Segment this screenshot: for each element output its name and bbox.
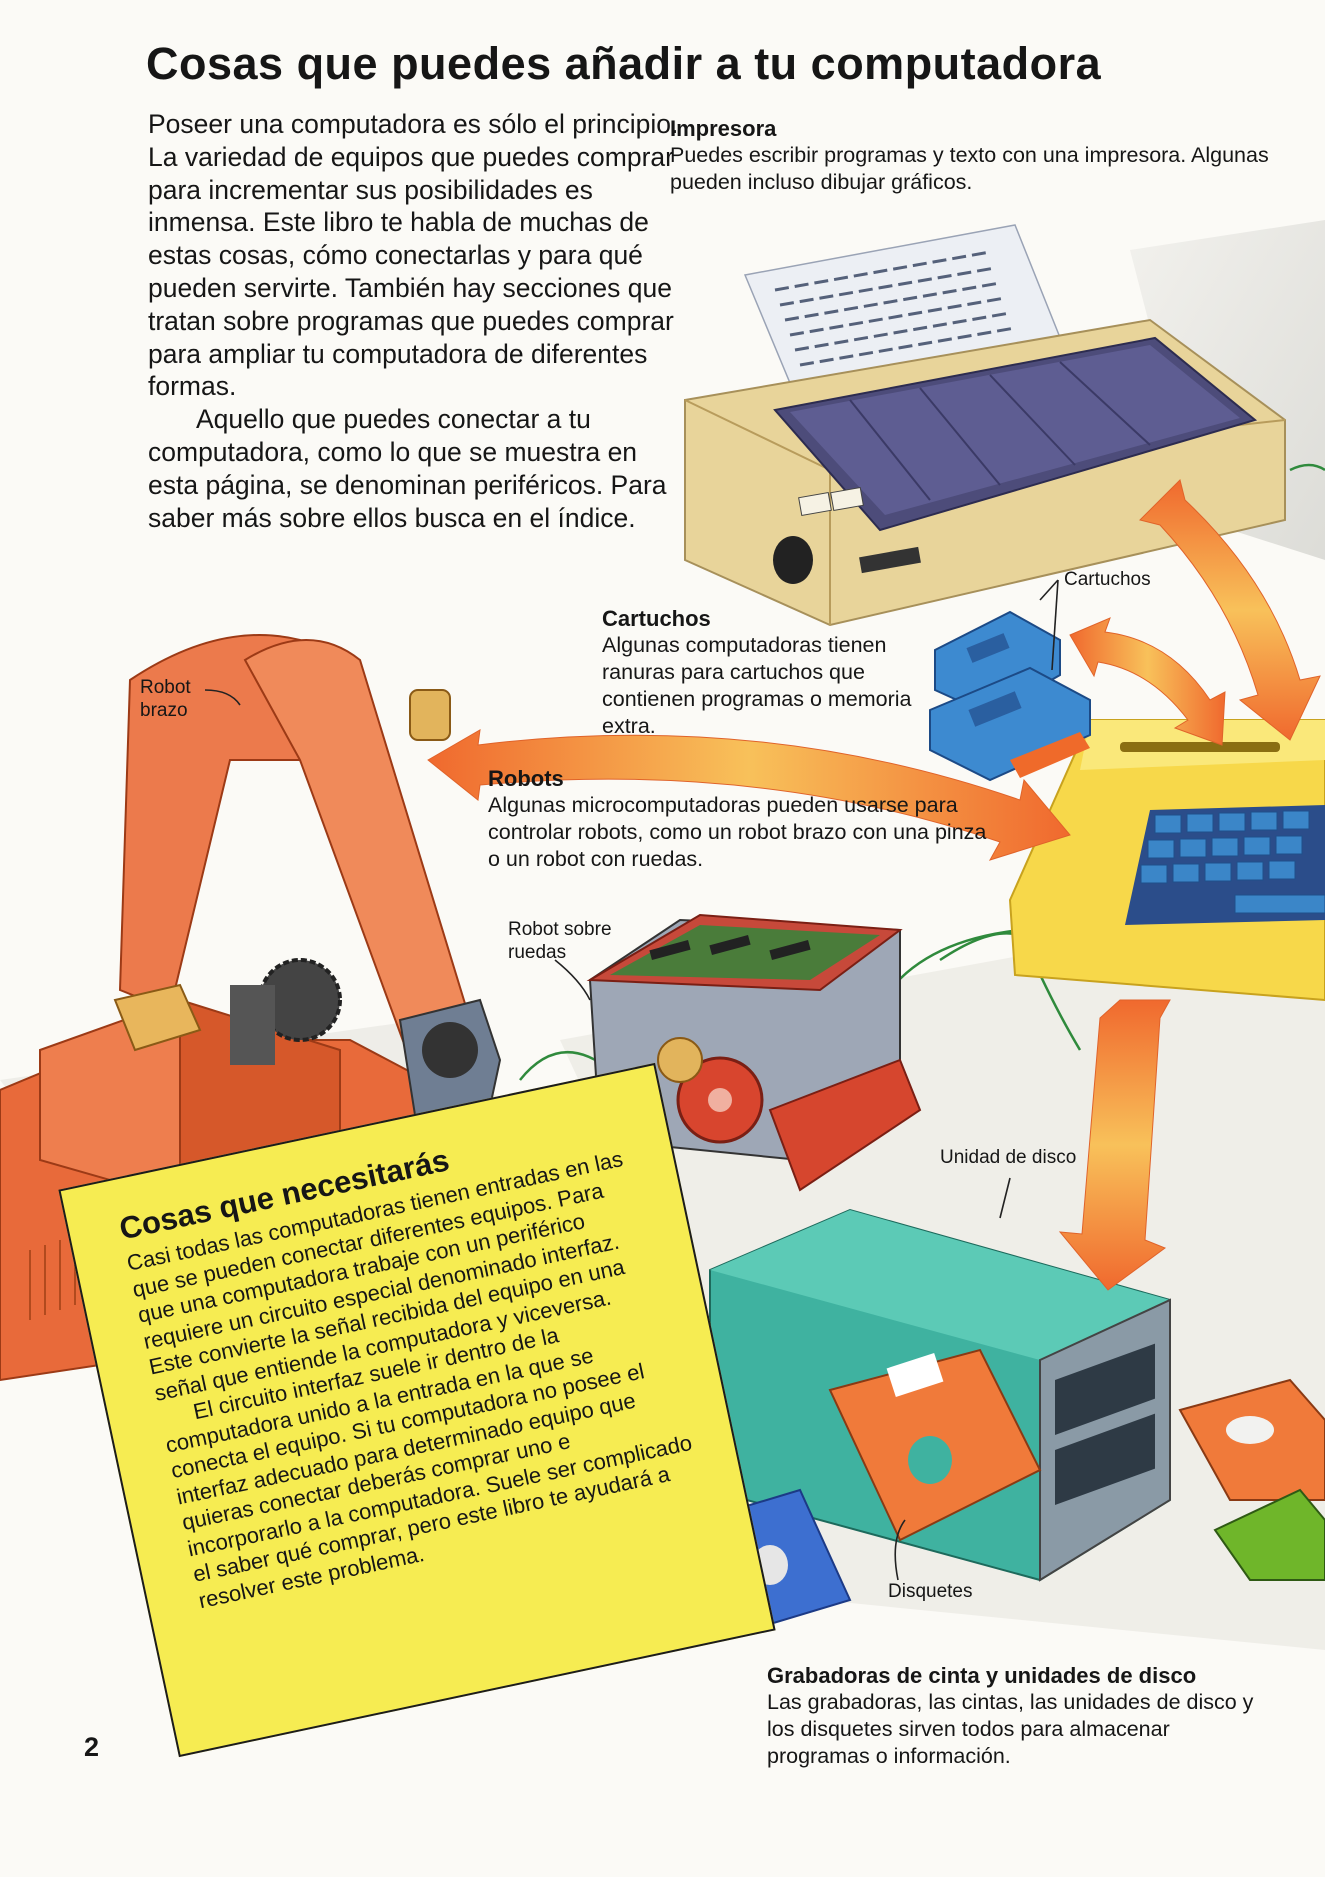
label-robot-brazo-line1: Robot (140, 677, 191, 698)
page-title: Cosas que puedes añadir a tu computadora (146, 38, 1102, 89)
label-robot-ruedas-line1: Robot sobre (508, 919, 612, 940)
storage-heading: Grabadoras de cinta y unidades de disco (767, 1663, 1197, 1688)
page-number: 2 (84, 1732, 100, 1762)
robots-description: Algunas microcomputadoras pueden usarse … (488, 793, 987, 871)
printer-arrow (1139, 479, 1321, 741)
computer-illustration (1008, 719, 1325, 1002)
intro-paragraph-2: Aquello que puedes conectar a tu computa… (148, 404, 667, 533)
cartridges-caption: Cartuchos Algunas computadoras tienen ra… (602, 605, 944, 740)
label-robot-ruedas-line2: ruedas (508, 942, 567, 963)
cartridge-arrow (1069, 617, 1226, 746)
label-cartuchos: Cartuchos (1064, 569, 1151, 590)
printer-description: Puedes escribir programas y texto con un… (670, 143, 1269, 194)
label-disquetes: Disquetes (888, 1581, 973, 1602)
robots-caption: Robots Algunas microcomputadoras pueden … (488, 765, 988, 873)
intro-text: Poseer una computadora es sólo el princi… (148, 108, 693, 534)
label-unidad-disco: Unidad de disco (940, 1147, 1077, 1168)
robot-wheels-illustration (586, 913, 922, 1192)
robot-arm-illustration (0, 634, 521, 1382)
storage-description: Las grabadoras, las cintas, las unidades… (767, 1690, 1254, 1768)
printer-illustration (684, 224, 1286, 627)
storage-caption: Grabadoras de cinta y unidades de disco … (767, 1662, 1267, 1770)
connection-arrows (427, 479, 1321, 1291)
printer-caption: Impresora Puedes escribir programas y te… (670, 115, 1290, 196)
label-pointers (204, 579, 1059, 1581)
label-robot-brazo-line2: brazo (140, 700, 188, 721)
intro-paragraph-1: Poseer una computadora es sólo el princi… (148, 109, 679, 402)
robots-heading: Robots (488, 766, 564, 791)
cartridges-illustration (929, 610, 1091, 782)
needs-note-box: Cosas que necesitarás Casi todas las com… (58, 1062, 776, 1758)
printer-heading: Impresora (670, 116, 777, 141)
cartridges-description: Algunas computadoras tienen ranuras para… (602, 633, 912, 738)
robot-arm-arrow (427, 729, 1071, 861)
disk-drive-arrow (1058, 999, 1171, 1291)
cartridges-heading: Cartuchos (602, 606, 711, 631)
